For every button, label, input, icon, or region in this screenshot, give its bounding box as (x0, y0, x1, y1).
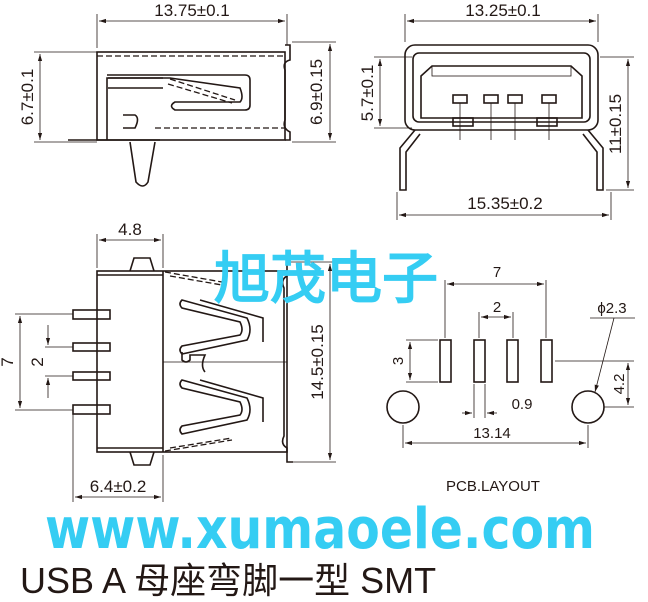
pcb-pitch-dim: 2 (493, 299, 501, 316)
pcb-span-dim: 7 (493, 264, 501, 281)
pcb-pad (540, 339, 553, 383)
pcb-pad-length-dim: 3 (390, 357, 407, 365)
top-offset-dim: 6.4±0.2 (90, 477, 147, 496)
pcb-layout-label: PCB.LAYOUT (446, 478, 540, 495)
watermark-company: 旭茂电子 (214, 247, 438, 312)
side-right-height-dim: 6.9±0.15 (307, 59, 326, 125)
front-total-height-dim: 11±0.15 (606, 94, 625, 154)
front-width-dim: 13.25±0.1 (465, 1, 541, 20)
pcb-hole-dia-dim: ϕ2.3 (597, 300, 626, 317)
side-view: 13.75±0.1 6.7±0.1 6.9±0.15 (18, 1, 336, 187)
pcb-pad-width-dim: 0.9 (512, 396, 533, 413)
drawing-title: USB A 母座弯脚一型 SMT (20, 560, 436, 601)
side-width-dim: 13.75±0.1 (154, 1, 230, 20)
top-pin-pitch-dim: 2 (28, 357, 47, 366)
front-leg-span-dim: 15.35±0.2 (467, 194, 543, 213)
pcb-hole-offset-dim: 4.2 (611, 374, 628, 395)
pcb-layout: 7 2 3 0.9 13.14 ϕ2.3 4.2 PCB.LAYOUT (386, 264, 635, 495)
pcb-hole-span-dim: 13.14 (473, 425, 511, 442)
top-depth-dim: 4.8 (118, 220, 142, 239)
top-view: 4.8 7 2 14.5±0.15 6.4±0.2 (0, 220, 336, 502)
pcb-pad (439, 339, 452, 383)
pcb-pad (473, 339, 486, 383)
watermark-url: www.xumaoele.com (45, 497, 595, 562)
front-view: 13.25±0.1 5.7±0.1 11±0.15 15.35±0.2 (358, 1, 634, 220)
pcb-hole (571, 390, 605, 424)
front-inner-height-dim: 5.7±0.1 (358, 65, 377, 122)
top-length-dim: 14.5±0.15 (308, 324, 327, 400)
pcb-pad (506, 339, 519, 383)
pcb-hole (386, 390, 420, 424)
top-pin-span-dim: 7 (0, 357, 17, 366)
side-left-height-dim: 6.7±0.1 (18, 69, 37, 126)
